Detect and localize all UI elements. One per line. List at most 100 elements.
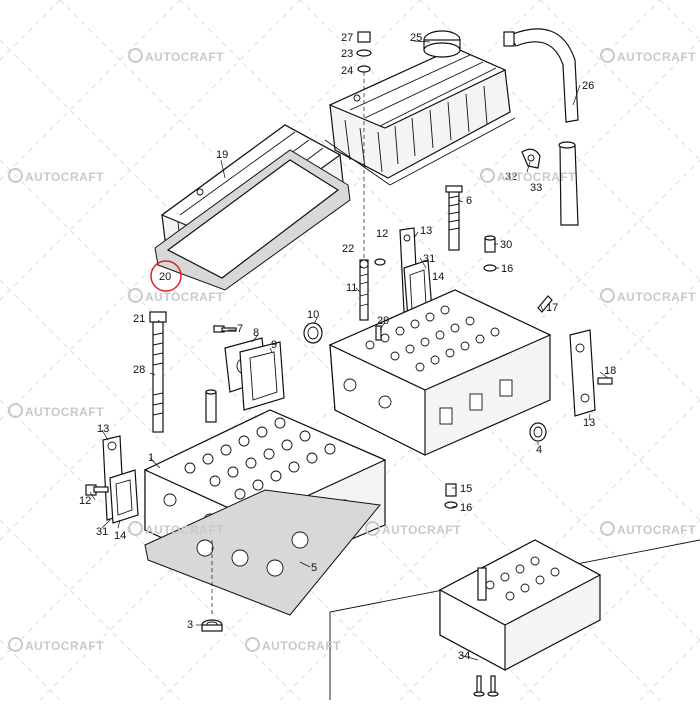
watermark-logo: AUTOCRAFT [480,168,576,184]
watermark-icon [480,168,495,183]
callout-1: 1 [148,452,154,464]
callout-28: 28 [133,364,145,376]
seal-part-4 [529,422,547,442]
watermark-text: AUTOCRAFT [617,290,696,304]
callout-14-top: 14 [432,271,444,283]
bolt-part-7 [213,325,237,333]
callout-12-left: 12 [79,495,91,507]
head-rear-ports [365,305,500,372]
callout-23: 23 [341,48,353,60]
watermark-icon [8,168,23,183]
sensor-part-15 [444,483,458,509]
callout-5: 5 [311,562,317,574]
callout-29: 29 [377,315,389,327]
sensor-part-30 [483,235,497,272]
watermark-icon [600,521,615,536]
pin-part-29 [375,325,382,341]
watermark-text: AUTOCRAFT [145,50,224,64]
callout-31-left: 31 [96,526,108,538]
callout-12: 12 [376,228,388,240]
callout-13-left: 13 [97,423,109,435]
callout-17: 17 [546,302,558,314]
watermark-icon [600,48,615,63]
watermark-icon [600,288,615,303]
clamp-part-32 [521,148,541,169]
watermark-logo: AUTOCRAFT [600,521,696,537]
callout-30: 30 [500,239,512,251]
watermark-logo: AUTOCRAFT [8,637,104,653]
callout-20: 20 [159,271,171,283]
callout-27: 27 [341,32,353,44]
watermark-text: AUTOCRAFT [25,639,104,653]
callout-13-right: 13 [583,417,595,429]
seal-part-3 [201,619,223,632]
watermark-text: AUTOCRAFT [25,405,104,419]
callout-22: 22 [342,243,354,255]
callout-31-top: 31 [423,253,435,265]
callout-numbers: 27 23 24 25 26 19 32 33 6 13 12 30 22 31… [79,32,616,662]
callout-34: 34 [458,650,470,662]
stud-part-11 [359,258,386,321]
callout-3: 3 [187,619,193,631]
callout-21: 21 [133,313,145,325]
watermark-icon [365,521,380,536]
callout-10: 10 [307,309,319,321]
callout-19: 19 [216,149,228,161]
watermark-text: AUTOCRAFT [262,639,341,653]
callout-18: 18 [604,365,616,377]
callout-24: 24 [341,65,353,77]
callout-7: 7 [237,323,243,335]
head-front-ports [184,417,336,500]
watermark-icon [128,48,143,63]
lifting-bracket-left-13 [85,435,139,524]
watermark-text: AUTOCRAFT [617,523,696,537]
callout-11: 11 [346,282,357,294]
callout-8: 8 [253,327,259,339]
callout-25: 25 [410,32,422,44]
stud-part-28 [149,311,167,433]
callout-33: 33 [530,182,542,194]
lifting-bracket-right-13 [569,329,613,417]
cylinder-head-inset [438,539,602,697]
callout-4: 4 [536,444,542,456]
o-ring-part-10 [303,322,323,344]
sleeve-part [205,389,217,423]
watermark-icon [245,637,260,652]
stud-part-6 [445,185,463,251]
watermark-logo: AUTOCRAFT [245,637,341,653]
watermark-icon [8,403,23,418]
callout-9: 9 [271,339,277,351]
watermark-text: AUTOCRAFT [497,170,576,184]
watermark-text: AUTOCRAFT [145,290,224,304]
callout-14-left: 14 [114,530,126,542]
watermark-text: AUTOCRAFT [617,50,696,64]
watermark-logo: AUTOCRAFT [365,521,461,537]
watermark-icon [8,637,23,652]
watermark-logo: AUTOCRAFT [128,521,224,537]
watermark-logo: AUTOCRAFT [600,288,696,304]
cylinder-head-rear [328,289,552,456]
watermark-logo: AUTOCRAFT [8,168,104,184]
flange-part-8 [224,337,285,411]
callout-leaders [89,40,609,661]
watermark-icon [128,521,143,536]
watermark-text: AUTOCRAFT [382,523,461,537]
nut-part-27 [356,31,372,73]
watermark-icon [128,288,143,303]
hose-part-26 [503,28,579,226]
watermark-logo: AUTOCRAFT [128,48,224,64]
watermark-text: AUTOCRAFT [25,170,104,184]
valve-cover-rear-25 [324,30,516,186]
head-gasket-5 [144,489,381,616]
callout-15: 15 [460,483,472,495]
callout-13-top: 13 [420,225,432,237]
callout-6: 6 [466,195,472,207]
callout-16-bottom: 16 [460,502,472,514]
watermark-logo: AUTOCRAFT [600,48,696,64]
highlight-circle-20 [150,260,182,292]
valve-cover-gasket-20 [154,149,351,291]
watermark-logo: AUTOCRAFT [8,403,104,419]
callout-26: 26 [582,80,594,92]
